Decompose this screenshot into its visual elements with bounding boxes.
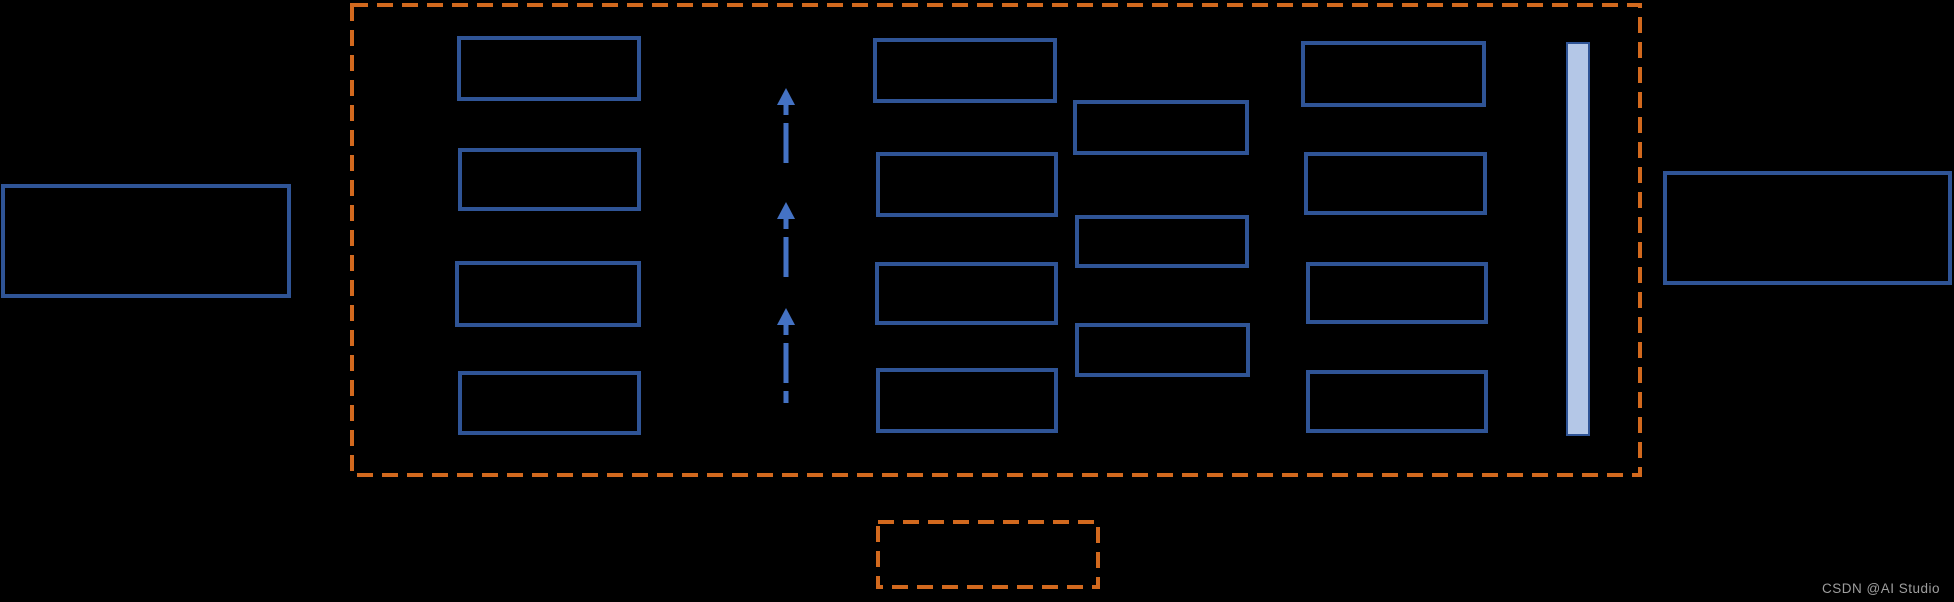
process-box-col2-1: [873, 38, 1057, 103]
watermark-text: CSDN @AI Studio: [1822, 581, 1940, 596]
process-box-col2-3: [875, 262, 1058, 325]
left-input-box: [1, 184, 291, 298]
process-box-col2-2: [876, 152, 1058, 217]
process-box-col1-2: [458, 148, 641, 211]
process-box-offset-3: [1075, 323, 1250, 377]
process-box-col3-3: [1306, 262, 1488, 324]
up-arrow-icon-3: [777, 308, 795, 403]
right-output-box: [1663, 171, 1952, 285]
process-box-col3-1: [1301, 41, 1486, 107]
up-arrow-icon-2: [777, 202, 795, 277]
process-box-col2-4: [876, 368, 1058, 433]
process-box-col1-3: [455, 261, 641, 327]
up-arrow-icon-1: [777, 88, 795, 165]
process-box-offset-1: [1073, 100, 1249, 155]
bottom-dashed-box: [876, 520, 1100, 589]
main-dashed-container: [350, 3, 1642, 477]
process-box-col3-4: [1306, 370, 1488, 433]
process-box-offset-2: [1075, 215, 1249, 268]
process-box-col1-1: [457, 36, 641, 101]
process-box-col3-2: [1304, 152, 1487, 215]
process-box-col1-4: [458, 371, 641, 435]
vertical-bar: [1566, 42, 1590, 436]
